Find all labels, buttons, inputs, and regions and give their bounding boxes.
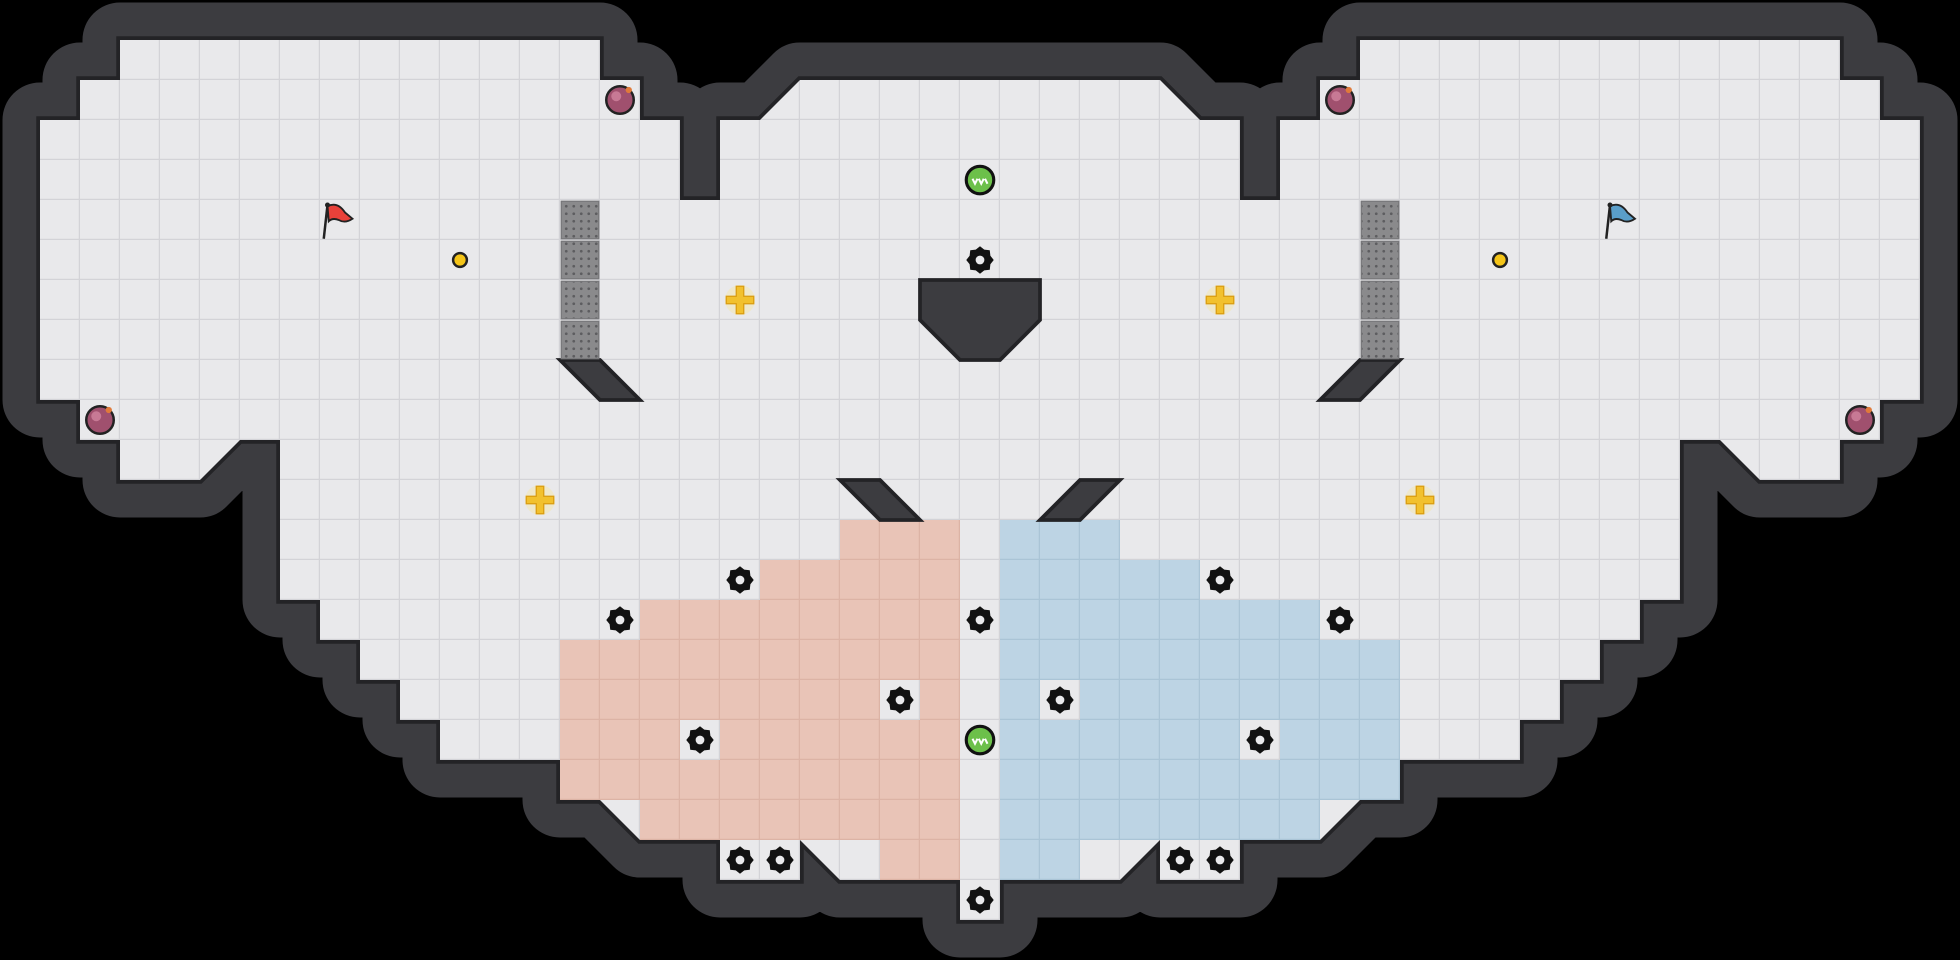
boost-icon xyxy=(525,485,555,515)
spike-icon xyxy=(1206,846,1234,874)
blue-flag-icon xyxy=(1605,202,1637,239)
marker-icon xyxy=(451,251,469,269)
red-zone-tiles xyxy=(560,760,960,800)
blue-zone-tiles xyxy=(1000,840,1080,880)
gate-tile xyxy=(560,280,600,320)
gate-tile xyxy=(1360,280,1400,320)
spike-icon xyxy=(686,726,714,754)
gate-tile xyxy=(1360,240,1400,280)
spike-icon xyxy=(1206,566,1234,594)
red-zone-tiles xyxy=(560,720,960,760)
spike-icon xyxy=(966,606,994,634)
spike-icon xyxy=(966,886,994,914)
red-zone-tiles xyxy=(560,640,960,680)
bomb-icon xyxy=(85,405,115,435)
gate-tile xyxy=(560,200,600,240)
spike-icon xyxy=(1246,726,1274,754)
spike-icon xyxy=(1046,686,1074,714)
diagonal-wall xyxy=(1035,478,1125,522)
spike-icon xyxy=(606,606,634,634)
boost-icon xyxy=(725,285,755,315)
bomb-icon xyxy=(605,85,635,115)
powerup-icon xyxy=(964,724,996,756)
blue-zone-tiles xyxy=(1000,640,1400,680)
floor xyxy=(40,40,1920,920)
spike-icon xyxy=(726,846,754,874)
gate-tile xyxy=(1360,200,1400,240)
spike-icon xyxy=(1166,846,1194,874)
blue-zone-tiles xyxy=(1000,520,1120,560)
gate-tile xyxy=(560,240,600,280)
red-zone-tiles xyxy=(840,520,960,560)
boost-icon xyxy=(1205,285,1235,315)
spike-icon xyxy=(886,686,914,714)
blue-zone-tiles xyxy=(1000,560,1200,600)
red-flag-icon xyxy=(322,202,355,239)
blue-zone-tiles xyxy=(1000,600,1320,640)
marker-icon xyxy=(1491,251,1509,269)
diagonal-wall xyxy=(555,358,645,402)
spike-icon xyxy=(726,566,754,594)
gate-tile xyxy=(560,320,600,360)
bomb-icon xyxy=(1845,405,1875,435)
blue-zone-tiles xyxy=(1000,720,1400,760)
inner-walls xyxy=(555,200,1405,522)
bomb-icon xyxy=(1325,85,1355,115)
red-zone-tiles xyxy=(640,600,960,640)
spike-icon xyxy=(766,846,794,874)
center-wall xyxy=(918,278,1042,362)
powerup-icon xyxy=(964,164,996,196)
diagonal-wall xyxy=(1315,358,1405,402)
red-zone-tiles xyxy=(640,800,960,840)
diagonal-wall xyxy=(835,478,925,522)
blue-zone-tiles xyxy=(1000,800,1320,840)
gate-tile xyxy=(1360,320,1400,360)
boost-icon xyxy=(1405,485,1435,515)
red-zone-tiles xyxy=(760,560,960,600)
blue-zone-tiles xyxy=(1000,760,1400,800)
red-zone-tiles xyxy=(880,840,960,880)
spike-icon xyxy=(1326,606,1354,634)
spike-icon xyxy=(966,246,994,274)
